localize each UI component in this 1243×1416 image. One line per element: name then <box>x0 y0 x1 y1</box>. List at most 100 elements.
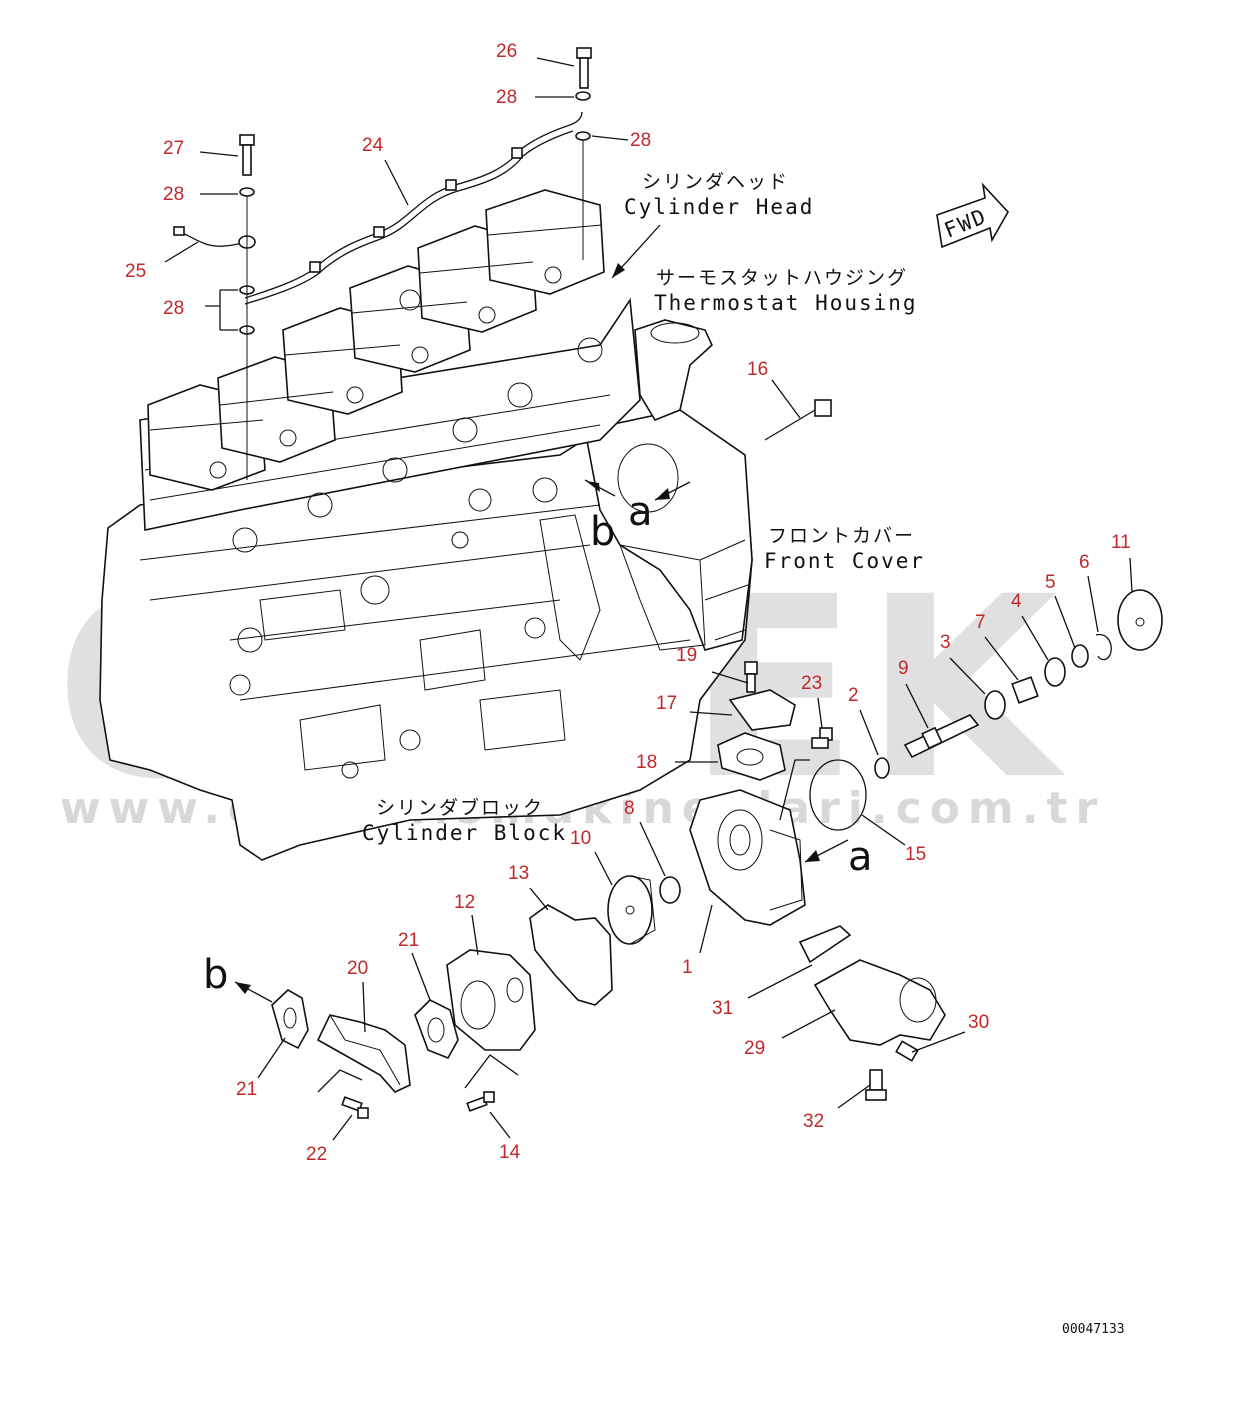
label-front-cover-jp: フロントカバー <box>768 525 915 547</box>
head-ports <box>232 337 603 553</box>
gear-housing <box>619 544 706 651</box>
block-boss-6 <box>237 627 263 653</box>
front-cover-hub <box>617 443 679 513</box>
bearing-4 <box>1044 657 1066 687</box>
water-elbow <box>316 1014 411 1093</box>
impeller-hub <box>625 905 635 915</box>
callout-1: 1 <box>682 957 693 978</box>
callout-6: 6 <box>1079 552 1090 573</box>
fuel-return-tube-inner <box>244 130 574 305</box>
label-thermostat-housing-jp: サーモスタットハウジング <box>656 267 908 289</box>
block-casting <box>539 514 601 661</box>
callout-27: 27 <box>163 138 184 159</box>
cover-plate-side-port <box>506 977 524 1003</box>
pump-housing-bore <box>717 809 763 871</box>
block-boss-9 <box>451 531 469 549</box>
callout-29: 29 <box>744 1038 765 1059</box>
callout-11: 11 <box>1111 532 1131 553</box>
callout-28-a: 28 <box>496 87 517 108</box>
bearing-3 <box>984 690 1006 720</box>
fwd-direction-arrow: FWD <box>936 182 1009 249</box>
callout-4: 4 <box>1011 591 1022 612</box>
pulley-hub <box>1135 617 1145 627</box>
washer-28-top <box>575 91 591 101</box>
drain-hose-25 <box>179 231 247 247</box>
callout-14: 14 <box>499 1142 521 1163</box>
pump-outlet-flange <box>769 829 803 911</box>
callout-17: 17 <box>656 693 677 714</box>
gasket-18 <box>717 732 786 781</box>
elbow-gasket-right-port <box>427 1017 445 1043</box>
callout-5: 5 <box>1045 572 1056 593</box>
document-number: 00047133 <box>1062 1322 1125 1337</box>
label-cylinder-block-en: Cylinder Block <box>362 821 567 845</box>
bolt-32 <box>865 1069 887 1101</box>
pump-shaft <box>903 714 980 759</box>
gasket-18-port <box>736 748 764 766</box>
impeller <box>607 875 653 945</box>
block-boss-2 <box>468 488 492 512</box>
callout-18: 18 <box>636 752 657 773</box>
pump-housing-seal-seat <box>729 824 751 856</box>
shaft-collar <box>921 726 943 750</box>
ref-a-upper: a <box>628 489 653 535</box>
thermostat-outlet-29 <box>813 959 946 1046</box>
snap-ring-6 <box>1095 633 1112 661</box>
block-boss-4 <box>524 617 546 639</box>
callout-21-a: 21 <box>398 930 419 951</box>
bolt-23 <box>811 727 833 749</box>
o-ring-15 <box>809 759 867 831</box>
reference-marks: a b a b <box>203 479 873 1003</box>
callout-28-b: 28 <box>630 130 651 151</box>
callout-9: 9 <box>898 658 909 679</box>
oil-seal <box>874 757 890 779</box>
pump-gasket <box>529 904 613 1006</box>
washer-28-left <box>239 187 255 197</box>
callout-22: 22 <box>306 1144 327 1165</box>
bolt-26 <box>576 47 592 89</box>
ref-b-upper-arrowhead <box>586 481 600 492</box>
thermostat-housing-port <box>650 322 700 344</box>
callout-21-b: 21 <box>236 1079 257 1100</box>
bolt-19 <box>744 661 758 693</box>
bolt-30 <box>895 1040 919 1062</box>
thermostat-outlet-port <box>899 977 937 1023</box>
callout-2: 2 <box>848 685 859 706</box>
thermostat-housing-body <box>634 319 713 421</box>
label-cylinder-head-en: Cylinder Head <box>624 195 814 219</box>
cover-plate-17 <box>728 689 796 731</box>
callout-12: 12 <box>454 892 475 913</box>
component-labels: シリンダヘッド Cylinder Head サーモスタットハウジング Therm… <box>362 171 925 845</box>
block-boss-3 <box>532 477 558 503</box>
rocker-cover-seams <box>149 224 603 431</box>
injector-nuts <box>209 266 562 479</box>
spacer-7 <box>1011 676 1039 704</box>
hose-end-25 <box>173 226 185 236</box>
water-pump-housing <box>689 789 806 926</box>
elbow-gasket-right <box>414 999 459 1060</box>
block-boss-1 <box>360 575 390 605</box>
ref-a-lower: a <box>848 834 873 880</box>
block-ports <box>259 589 566 771</box>
callout-16: 16 <box>747 359 768 380</box>
tube-clips <box>309 147 523 273</box>
pulley-11 <box>1117 589 1163 651</box>
callout-32: 32 <box>803 1111 824 1132</box>
label-front-cover-en: Front Cover <box>764 549 925 573</box>
bolt-22 <box>341 1096 369 1119</box>
cover-plate-center-port <box>460 980 496 1030</box>
ref-a-upper-arrowhead <box>655 488 670 500</box>
callout-10: 10 <box>570 828 591 849</box>
callout-20: 20 <box>347 958 368 979</box>
callout-19: 19 <box>676 645 697 666</box>
gasket-31 <box>798 925 852 964</box>
block-boss-8 <box>341 761 359 779</box>
callout-7: 7 <box>975 612 986 633</box>
bolt-16 <box>764 399 832 441</box>
callout-31: 31 <box>712 998 733 1019</box>
impeller-vane-edge <box>629 875 656 945</box>
block-ridges <box>139 504 691 701</box>
callout-13: 13 <box>508 863 529 884</box>
